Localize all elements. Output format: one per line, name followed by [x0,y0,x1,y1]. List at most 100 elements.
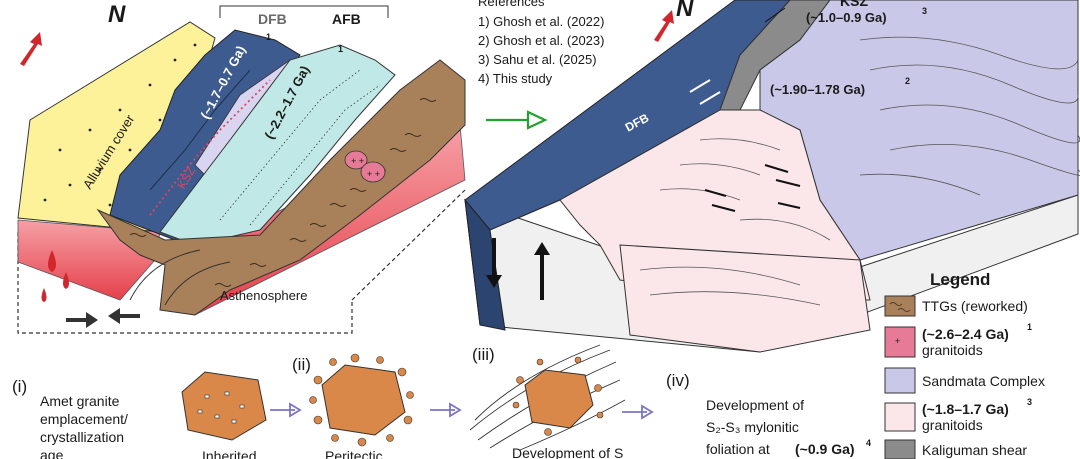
legend-label-young-granitoid: (~1.8–1.7 Ga) [922,401,1009,417]
ksz-age: (~1.0–0.9 Ga) [806,10,887,25]
stage-iv-line-2: S₂-S₃ mylonitic [706,419,799,435]
legend-old-granitoid-plus: + [895,336,900,346]
stage-arrow-2 [430,402,462,418]
mylonite-foliation [469,344,626,451]
stage-i-line-3: crystallization [40,429,124,445]
stage-i-caption: Inherited [202,448,256,459]
stage-ii-caption: Peritectic [325,448,383,459]
legend-label-shear: Kaliguman shear [922,442,1027,458]
reference-2: 2) Ghosh et al. (2023) [478,33,604,48]
converge-arrow-right [66,312,98,328]
granitoid-plus-1: + + [351,156,364,166]
sandmata-contours [859,36,1080,196]
legend-swatch-shear [884,439,916,459]
side-arrow-up [534,242,550,300]
north-arrow-right [654,10,674,42]
ttg-crust [96,59,466,316]
north-arrow-left [20,32,42,66]
melt-drop-2 [63,272,69,289]
stage-iv-line-3: foliation at [706,441,770,457]
stage-iii-number: (iii) [472,345,495,364]
mylonite-grain [524,369,594,429]
inherited-inclusions [197,391,245,424]
stage-i-line-4: age [40,447,64,459]
stage-iv-line-1: Development of [706,397,804,413]
stage-iii: (iii) Development of S [469,344,626,459]
base-dashed-outline [17,232,353,334]
dfb-shear-arrow-1 [689,79,711,93]
references-heading: References [478,0,545,9]
sandmata-age: (~1.90–1.78 Ga) [770,82,865,97]
stage-ii-number: (ii) [292,355,311,374]
stage-iv-age: (~0.9 Ga) [795,441,855,457]
reference-1: 1) Ghosh et al. (2022) [478,14,604,29]
legend-swatch-old-granitoid [884,326,916,358]
granitoid-blob-2 [360,161,386,183]
granitoid-blob-1 [344,150,368,170]
legend-swatch-young-granitoid [884,402,916,432]
legend-label2-young-granitoid: granitoids [922,417,983,433]
stage-arrow-3 [622,404,654,420]
ksz-label-right: KSZ [840,0,868,9]
stage-iv-sup: 4 [866,438,871,448]
afb-belt [159,44,396,246]
stage-i-number: (i) [12,377,27,396]
legend-ttg-waves [889,302,911,312]
legend-sup-young-granitoid: 3 [1027,397,1032,407]
belt-bracket [219,5,389,18]
base-dashed-edge [351,189,466,301]
dfb-label: DFB [258,11,287,27]
legend-sup-old-granitoid: 1 [1027,322,1032,332]
legend-label-sandmata: Sandmata Complex [922,373,1045,389]
afb-label: AFB [332,11,361,27]
peritectic-fragments [309,353,414,447]
stage-arrow-1 [270,402,302,418]
north-label-right: N [676,0,694,22]
converge-arrow-left [108,308,140,324]
slab-line-2 [164,261,231,306]
side-arrow-down [486,238,502,288]
slab-line-1 [129,249,201,301]
references: References 1) Ghosh et al. (2022) 2) Gho… [478,0,604,86]
legend: Legend TTGs (reworked) + (~2.6–2.4 Ga) 1… [884,270,1045,459]
legend-title: Legend [930,270,990,289]
stage-i-line-2: emplacement/ [40,411,128,427]
melt-drop-1 [48,250,56,272]
afb-dotted [219,69,361,221]
ksz-age-sup: 3 [922,6,927,16]
inherited-grain [181,371,267,441]
legend-swatch-ttg [884,295,916,317]
melt-drop-3 [41,288,47,302]
shear-arrows [704,164,801,212]
crust-waves [129,98,437,287]
reference-3: 3) Sahu et al. (2025) [478,52,597,67]
dfb-ridge [149,69,251,191]
legend-label2-old-granitoid: granitoids [922,342,983,358]
stage-iii-caption: Development of S [512,445,623,459]
dfb-age-sup: 1 [266,32,271,42]
legend-swatch-sandmata [884,367,916,394]
legend-label-old-granitoid: (~2.6–2.4 Ga) [922,326,1009,342]
stage-iv: (iv) Development of S₂-S₃ mylonitic foli… [666,371,871,457]
dfb-shear-arrow-2 [699,91,721,105]
dfb-side [464,198,506,331]
north-label-left: N [108,1,126,28]
reference-4: 4) This study [478,71,553,86]
left-block-diagram: + + + + N DFB AFB (~1.7–0.7 Ga) 1 (~2.2–… [17,1,466,334]
asthenosphere-label: Asthenosphere [220,288,307,303]
granitoid-foliation [639,138,831,306]
legend-label-ttg: TTGs (reworked) [922,298,1028,314]
ksz-line [149,79,271,216]
ksz-pointer [764,7,786,23]
peritectic-grain [321,364,406,436]
stage-i: (i) Amet granite emplacement/ crystalliz… [12,371,267,459]
green-transition-arrow [486,110,548,130]
stage-iv-number: (iv) [666,371,690,390]
right-block-diagram: N KSZ (~1.0–0.9 Ga) 3 (~1.90–1.78 Ga) 2 … [464,0,1080,353]
granitoid-front [619,244,871,353]
sandmata-age-sup: 2 [905,76,910,86]
granitoid-plus-2: + + [367,169,380,179]
mylonite-fragments [512,356,604,436]
afb-age-sup: 1 [338,44,343,54]
